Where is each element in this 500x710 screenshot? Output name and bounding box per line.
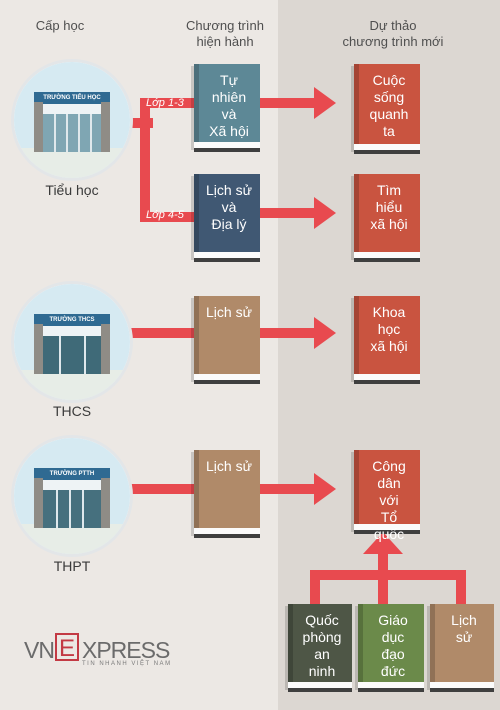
tag-grade-1-3: Lớp 1-3 [146, 97, 184, 109]
school-middle-sign: TRƯỜNG THCS [34, 314, 110, 326]
arrow-head-4 [314, 473, 336, 505]
book-history-thcs: Lịch sử [194, 296, 260, 380]
arrow-head-1 [314, 87, 336, 119]
school-high-illustration: TRƯỜNG PTTH [14, 438, 130, 554]
rail-historygeo-new [258, 208, 318, 218]
arrow-head-2 [314, 197, 336, 229]
rail-primary-top [140, 98, 196, 108]
book-history-merge: Lịch sử [430, 604, 494, 688]
arrow-head-up [363, 532, 403, 554]
rail-merge-center [378, 552, 388, 606]
rail-nature-new [258, 98, 318, 108]
rail-primary-bottom [140, 212, 196, 222]
school-primary-sign: TRƯỜNG TIỂU HỌC [34, 92, 110, 104]
school-primary-illustration: TRƯỜNG TIỂU HỌC [14, 62, 130, 178]
rail-merge-right [456, 570, 466, 606]
rail-primary-stub [125, 118, 153, 128]
book-history-thpt: Lịch sử [194, 450, 260, 534]
tag-grade-4-5: Lớp 4-5 [146, 209, 184, 221]
school-high-sign: TRƯỜNG PTTH [34, 468, 110, 480]
school-middle-illustration: TRƯỜNG THCS [14, 284, 130, 400]
header-level: Cấp học [35, 18, 85, 33]
rail-merge-horizontal [310, 570, 466, 580]
level-middle-label: THCS [52, 403, 92, 419]
level-high-label: THPT [53, 558, 91, 574]
level-primary-label: Tiểu học [45, 182, 99, 198]
rail-merge-left [310, 570, 320, 606]
rail-primary-vertical [140, 98, 150, 222]
arrow-head-3 [314, 317, 336, 349]
